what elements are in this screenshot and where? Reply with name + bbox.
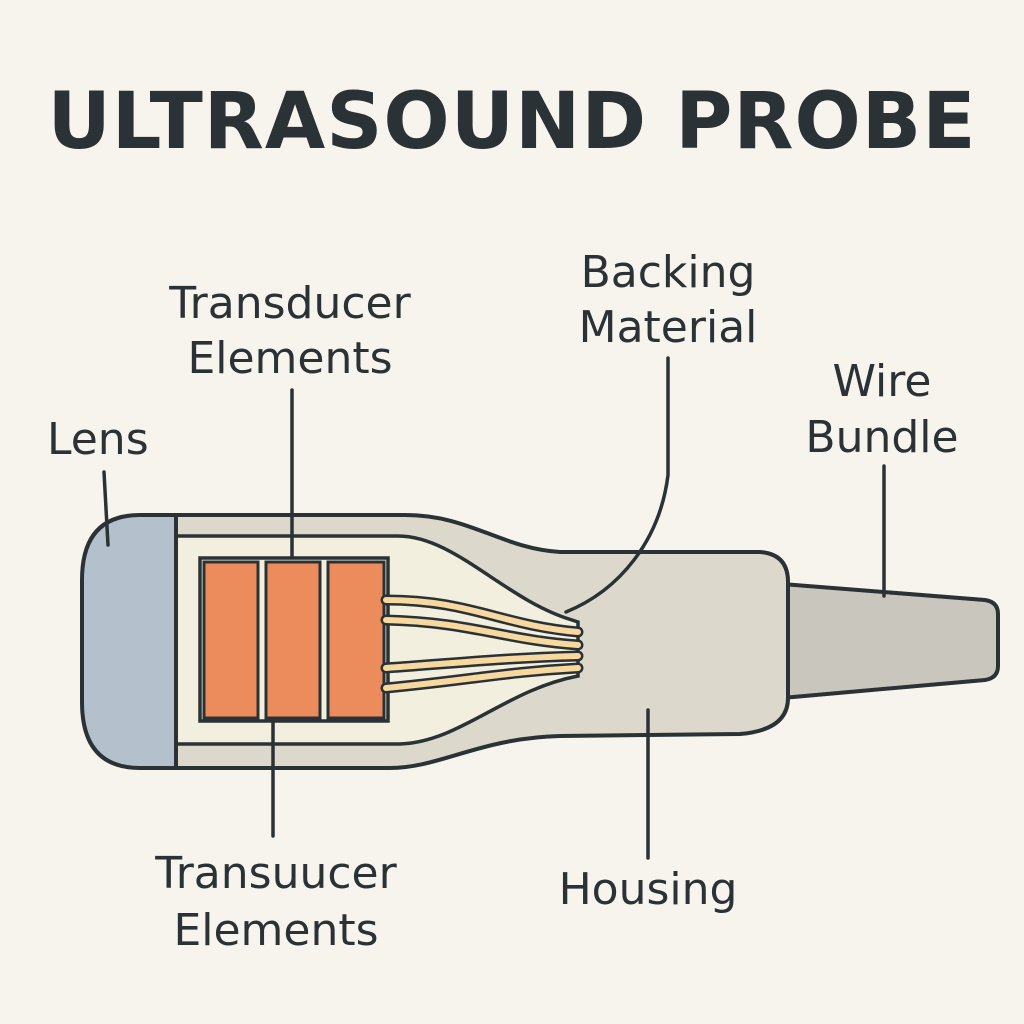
transducer-element — [264, 560, 322, 720]
transducer-element — [326, 560, 386, 720]
backing-material-leader — [564, 356, 670, 614]
transducer-element — [202, 560, 260, 720]
lens-label: Lens — [47, 414, 149, 465]
wire-bundle-cable — [780, 582, 1000, 700]
transducer-bottom-label-line2: Elements — [173, 905, 378, 956]
diagram-title: ULTRASOUND PROBE — [47, 77, 976, 167]
housing-label: Housing — [559, 864, 738, 915]
backing-material-label-line2: Material — [579, 302, 758, 353]
wire-bundle-label-line2: Bundle — [805, 412, 958, 463]
lens-cap — [80, 513, 178, 770]
backing-material-label-line1: Backing — [581, 247, 756, 298]
wire-bundle-wires — [380, 594, 584, 694]
lens-leader — [102, 470, 110, 547]
transducer-top-label-line2: Elements — [187, 333, 392, 384]
wire-bundle-label-line1: Wire — [833, 356, 932, 407]
transducer-bottom-label-line1: Transuucer — [154, 848, 397, 899]
transducer-top-label-line1: Transducer — [168, 278, 411, 329]
